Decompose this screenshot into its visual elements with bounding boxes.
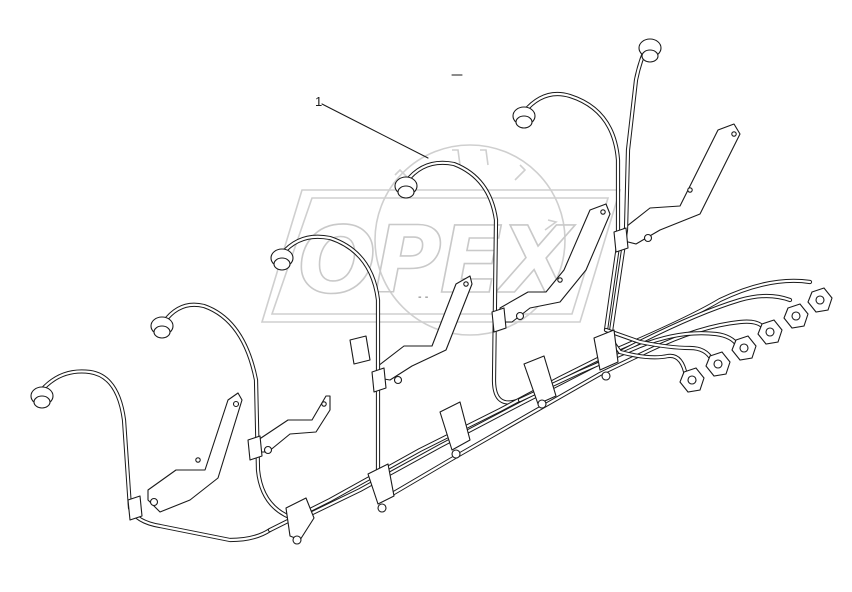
nut-6 [638, 38, 662, 63]
callout-number: 1 [315, 94, 322, 109]
clamp-1 [285, 497, 315, 541]
nut-1 [30, 386, 54, 409]
bracket-1 [147, 392, 243, 513]
fuel-injection-line [37, 41, 813, 543]
bracket-4 [499, 203, 611, 323]
fitting-4 [757, 319, 783, 345]
fitting-3 [731, 335, 757, 361]
fitting-6 [807, 287, 833, 313]
svg-text:- -: - - [418, 292, 429, 303]
bracket-5 [619, 123, 741, 245]
pump-fitting-nuts [679, 287, 833, 393]
clamp-4 [523, 355, 557, 405]
fitting-5 [783, 303, 809, 329]
clamp-5 [593, 329, 619, 371]
mounting-brackets [147, 123, 741, 513]
nut-2 [150, 316, 174, 339]
gear-icon [374, 144, 566, 336]
fitting-2 [705, 351, 731, 377]
pipe-clamps [127, 227, 653, 545]
bracket-2 [257, 395, 331, 453]
nut-4 [394, 176, 418, 199]
clamp-2 [367, 463, 395, 505]
fitting-1 [679, 367, 705, 393]
watermark-logo: OPEX - - [260, 144, 622, 336]
bracket-3 [377, 275, 473, 381]
clamp-3 [439, 401, 471, 451]
nut-5 [512, 106, 536, 129]
nut-3 [270, 248, 294, 271]
injector-nuts [30, 38, 662, 409]
callout-1: 1 [315, 94, 429, 159]
logo-frame [260, 189, 622, 323]
